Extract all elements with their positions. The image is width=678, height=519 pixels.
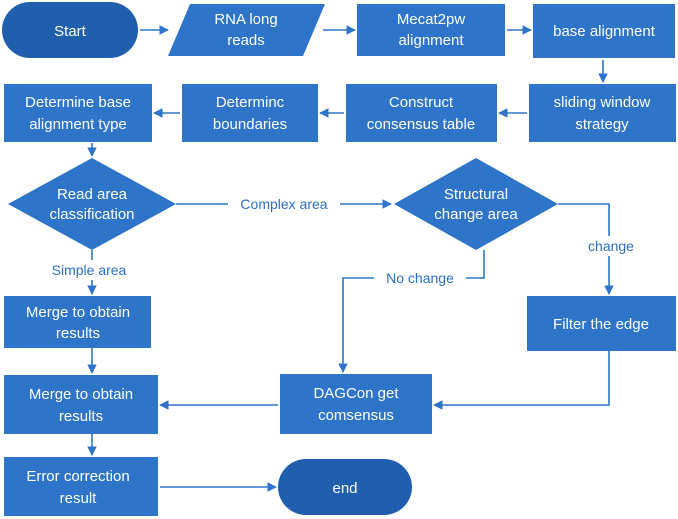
svg-text:Mecat2pw: Mecat2pw	[397, 11, 466, 28]
label-change: change	[588, 238, 634, 254]
node-structural-change-area: Structural change area	[394, 158, 558, 250]
node-start: Start	[2, 2, 138, 58]
node-mecat2pw-alignment: Mecat2pw alignment	[357, 4, 505, 56]
node-structural-line-2: change area	[434, 206, 518, 223]
node-type-line-1: Determine base	[25, 94, 131, 111]
node-mecat-line-2: alignment	[398, 32, 464, 49]
node-end-line-1: end	[332, 480, 357, 497]
svg-text:end: end	[332, 480, 357, 497]
svg-text:base alignment: base alignment	[553, 23, 656, 40]
node-boundaries-line-2: boundaries	[213, 116, 287, 133]
node-sliding-line-1: sliding window	[554, 94, 651, 111]
svg-text:alignment: alignment	[398, 32, 464, 49]
node-consensus-line-1: Construct	[389, 94, 454, 111]
node-base-line-1: base alignment	[553, 23, 656, 40]
svg-text:Filter the edge: Filter the edge	[553, 316, 649, 333]
svg-text:Structural: Structural	[444, 186, 508, 203]
node-rna-line-2: reads	[227, 32, 265, 49]
node-readarea-line-1: Read area	[57, 186, 128, 203]
edge-filter-to-dagcon	[433, 351, 610, 410]
svg-text:strategy: strategy	[575, 116, 629, 133]
svg-text:Merge to obtain: Merge to obtain	[29, 386, 133, 403]
svg-text:sliding window: sliding window	[554, 94, 651, 111]
svg-text:RNA long: RNA long	[214, 11, 277, 28]
node-read-area-classification: Read area classification	[8, 158, 176, 250]
node-sliding-line-2: strategy	[575, 116, 629, 133]
svg-text:results: results	[56, 325, 100, 342]
node-structural-line-1: Structural	[444, 186, 508, 203]
node-filter-the-edge: Filter the edge	[527, 296, 676, 351]
svg-text:alignment type: alignment type	[29, 116, 127, 133]
node-consensus-line-2: consensus table	[367, 116, 475, 133]
node-determinc-boundaries: Determinc boundaries	[182, 84, 318, 142]
svg-text:Construct: Construct	[389, 94, 454, 111]
node-construct-consensus-table: Construct consensus table	[346, 84, 497, 142]
node-merge2-line-2: results	[59, 408, 103, 425]
node-merge1-line-1: Merge to obtain	[26, 304, 130, 321]
label-simple-area: Simple area	[52, 262, 127, 278]
node-sliding-window-strategy: sliding window strategy	[529, 84, 676, 142]
svg-text:classification: classification	[49, 206, 134, 223]
node-end: end	[278, 459, 412, 515]
node-start-line-1: Start	[54, 23, 87, 40]
svg-text:Read area: Read area	[57, 186, 128, 203]
node-merge2-line-1: Merge to obtain	[29, 386, 133, 403]
node-merge-results-2: Merge to obtain results	[4, 375, 158, 434]
svg-text:comsensus: comsensus	[318, 407, 394, 424]
node-base-alignment: base alignment	[533, 4, 675, 58]
node-rna-line-1: RNA long	[214, 11, 277, 28]
svg-text:Error correction: Error correction	[26, 468, 129, 485]
svg-text:Determine base: Determine base	[25, 94, 131, 111]
node-dagcon-consensus: DAGCon get comsensus	[280, 374, 432, 434]
node-filter-line-1: Filter the edge	[553, 316, 649, 333]
svg-text:result: result	[60, 490, 98, 507]
edge-structural-to-filter	[558, 203, 614, 295]
node-error-correction-result: Error correction result	[4, 457, 158, 516]
node-determine-alignment-type: Determine base alignment type	[4, 84, 152, 142]
svg-text:DAGCon get: DAGCon get	[313, 385, 399, 402]
node-type-line-2: alignment type	[29, 116, 127, 133]
svg-text:change area: change area	[434, 206, 518, 223]
svg-text:consensus table: consensus table	[367, 116, 475, 133]
node-error-line-2: result	[60, 490, 98, 507]
svg-text:Determinc: Determinc	[216, 94, 285, 111]
svg-text:Start: Start	[54, 23, 87, 40]
label-complex-area: Complex area	[240, 196, 327, 212]
node-boundaries-line-1: Determinc	[216, 94, 285, 111]
node-mecat-line-1: Mecat2pw	[397, 11, 466, 28]
node-rna-long-reads: RNA long reads	[168, 4, 325, 56]
node-error-line-1: Error correction	[26, 468, 129, 485]
label-no-change: No change	[386, 270, 454, 286]
node-dagcon-line-2: comsensus	[318, 407, 394, 424]
svg-text:results: results	[59, 408, 103, 425]
svg-text:Merge to obtain: Merge to obtain	[26, 304, 130, 321]
node-merge1-line-2: results	[56, 325, 100, 342]
node-merge-results-1: Merge to obtain results	[4, 296, 151, 348]
svg-text:boundaries: boundaries	[213, 116, 287, 133]
node-readarea-line-2: classification	[49, 206, 134, 223]
node-dagcon-line-1: DAGCon get	[313, 385, 399, 402]
svg-text:reads: reads	[227, 32, 265, 49]
